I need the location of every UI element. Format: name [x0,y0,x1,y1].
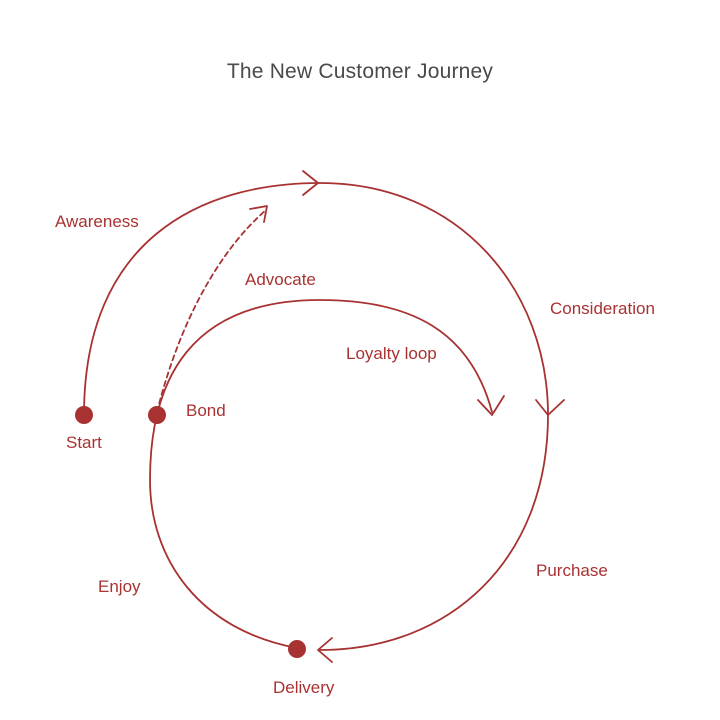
label-awareness: Awareness [55,212,139,231]
arrowhead-shortcut [249,205,268,223]
arrowhead-delivery [317,637,333,663]
label-loyalty-loop: Loyalty loop [346,344,437,363]
diagram-title: The New Customer Journey [226,60,494,83]
loyalty-loop-path [149,299,493,649]
delivery-node [288,640,306,658]
label-purchase: Purchase [536,561,608,580]
label-enjoy: Enjoy [98,577,141,596]
arrowhead-loyalty-loop [477,395,505,416]
arrowhead-top [302,170,319,196]
label-bond: Bond [186,401,226,420]
label-delivery: Delivery [273,678,335,697]
outer-journey-path [83,182,549,651]
label-start: Start [66,433,102,452]
arrowhead-consideration [535,399,565,416]
label-consideration: Consideration [550,299,655,318]
label-advocate: Advocate [245,270,316,289]
start-node [75,406,93,424]
bond-node [148,406,166,424]
advocacy-shortcut-path [156,209,267,413]
